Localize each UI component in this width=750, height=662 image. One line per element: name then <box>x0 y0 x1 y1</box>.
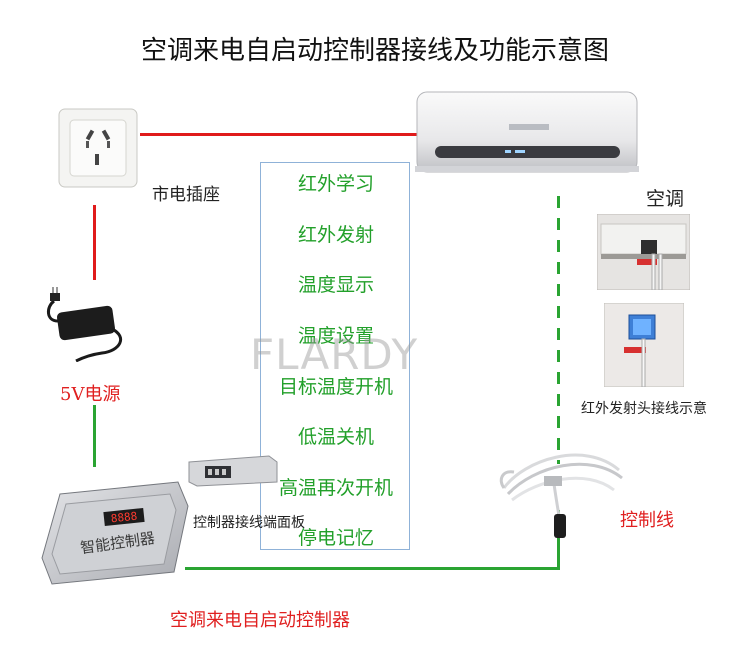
power-adapter-image <box>40 287 132 362</box>
control-line-controller-to-sensor <box>185 567 560 570</box>
socket-label: 市电插座 <box>152 185 220 205</box>
diagram-title: 空调来电自启动控制器接线及功能示意图 <box>140 36 609 66</box>
function-item-ir-emit: 红外发射 <box>297 224 374 246</box>
power-supply-label: 5V电源 <box>60 384 121 405</box>
function-item-temp-setting: 温度设置 <box>297 325 374 347</box>
terminal-panel-label: 控制器接线端面板 <box>193 515 305 531</box>
air-conditioner-image <box>415 86 640 178</box>
controller-label: 空调来电自启动控制器 <box>170 610 350 631</box>
watermark: FLARDY <box>250 330 419 379</box>
wall-socket-image <box>58 108 138 188</box>
power-line-socket-to-adapter <box>93 205 96 280</box>
function-item-power-memory: 停电记忆 <box>297 527 374 549</box>
control-line-sensor-vertical <box>557 510 560 570</box>
power-line-socket-to-ac <box>140 133 420 136</box>
ir-dashed-line <box>557 196 560 464</box>
ir-head-photo-2 <box>604 303 684 387</box>
control-line-adapter-to-controller <box>93 405 96 467</box>
ac-label: 空调 <box>646 188 685 210</box>
function-list-box: 红外学习 红外发射 温度显示 温度设置 目标温度开机 低温关机 高温再次开机 停… <box>260 162 410 550</box>
function-item-target-temp-on: 目标温度开机 <box>278 376 393 398</box>
control-cable-image <box>494 440 629 540</box>
function-item-ir-learn: 红外学习 <box>297 173 374 195</box>
terminal-panel-image <box>185 452 281 490</box>
controller-device-image: 8888 智能控制器 <box>40 476 190 588</box>
controller-display-digits: 8888 <box>110 510 138 526</box>
function-item-low-temp-off: 低温关机 <box>297 426 374 448</box>
ir-head-wiring-label: 红外发射头接线示意 <box>581 401 707 417</box>
ir-head-photo-1 <box>597 214 690 290</box>
control-line-label: 控制线 <box>620 510 674 531</box>
function-item-temp-display: 温度显示 <box>297 274 374 296</box>
function-item-high-temp-on: 高温再次开机 <box>278 477 393 499</box>
